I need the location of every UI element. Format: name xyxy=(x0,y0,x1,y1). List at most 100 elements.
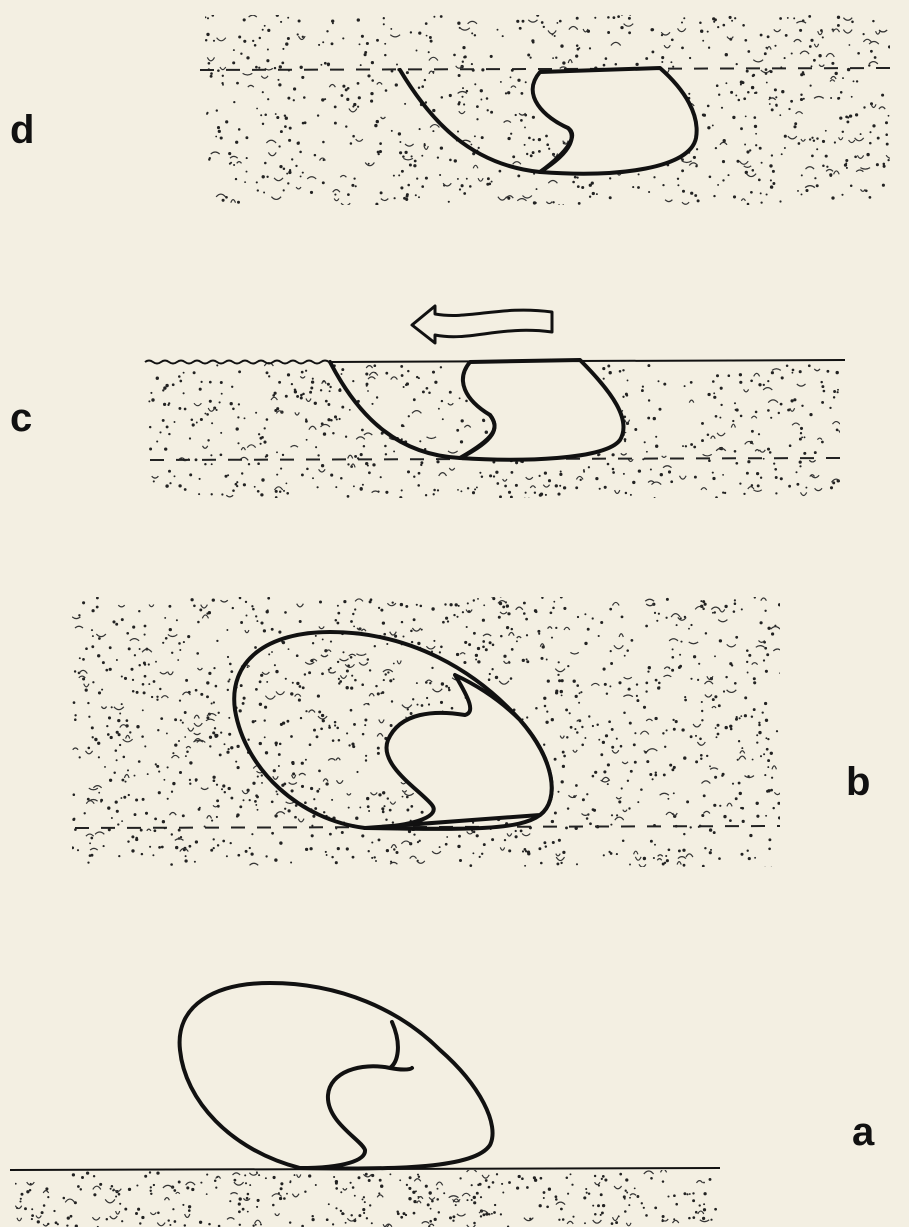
sediment-grain xyxy=(443,1192,445,1194)
sediment-grain xyxy=(330,474,333,477)
sediment-grain xyxy=(489,641,492,644)
sediment-grain xyxy=(837,16,840,19)
sediment-grain xyxy=(471,63,473,65)
sediment-grain xyxy=(546,1205,549,1208)
shell-fragment xyxy=(343,1188,347,1190)
sediment-grain xyxy=(609,608,612,611)
sediment-grain xyxy=(261,782,263,784)
sediment-grain xyxy=(367,805,370,808)
sediment-grain xyxy=(610,650,612,652)
sediment-grain xyxy=(216,784,218,786)
shell-fragment xyxy=(568,60,572,63)
shell-fragment xyxy=(818,31,823,35)
shell-fragment xyxy=(843,18,852,21)
shell-fragment xyxy=(43,1191,48,1193)
sediment-grain xyxy=(413,1212,416,1215)
sediment-grain xyxy=(262,123,264,125)
sediment-grain xyxy=(759,147,762,150)
sediment-grain xyxy=(360,64,362,66)
sediment-grain xyxy=(362,484,364,486)
sediment-grain xyxy=(159,431,161,433)
sediment-grain xyxy=(278,631,281,634)
sediment-grain xyxy=(256,108,258,110)
sediment-grain xyxy=(700,754,703,757)
sediment-grain xyxy=(142,683,145,686)
sediment-grain xyxy=(367,390,369,392)
sediment-grain xyxy=(624,438,627,441)
sediment-grain xyxy=(612,453,615,456)
sediment-grain xyxy=(111,706,113,708)
sediment-grain xyxy=(368,1179,371,1182)
sediment-grain xyxy=(821,401,824,404)
sediment-grain xyxy=(165,637,168,640)
sediment-grain xyxy=(411,641,413,643)
shell-fragment xyxy=(625,420,630,423)
sediment-grain xyxy=(813,59,816,62)
sediment-grain xyxy=(166,384,169,387)
sediment-grain xyxy=(413,618,416,621)
sediment-grain xyxy=(715,496,718,499)
sediment-grain xyxy=(332,1223,334,1225)
sediment-grain xyxy=(144,745,146,747)
sediment-grain xyxy=(648,399,650,401)
sediment-grain xyxy=(199,478,201,480)
sediment-grain xyxy=(394,635,397,638)
sediment-grain xyxy=(255,66,258,69)
sediment-grain xyxy=(391,700,393,702)
sediment-grain xyxy=(447,620,449,622)
sediment-grain xyxy=(673,1194,676,1197)
sediment-grain xyxy=(825,155,828,158)
sediment-grain xyxy=(136,725,139,728)
sediment-grain xyxy=(230,670,233,673)
shell-fragment xyxy=(366,366,372,368)
sediment-grain xyxy=(305,848,308,851)
sediment-grain xyxy=(743,97,746,100)
sediment-grain xyxy=(210,75,213,78)
sediment-grain xyxy=(178,740,180,742)
sediment-grain xyxy=(150,392,152,394)
sediment-grain xyxy=(532,116,535,119)
sediment-grain xyxy=(575,486,578,489)
sediment-grain xyxy=(378,838,381,841)
shell-fragment xyxy=(756,646,765,648)
sediment-grain xyxy=(378,607,380,609)
sediment-grain xyxy=(540,862,543,865)
shell-fragment xyxy=(705,695,712,698)
sediment-grain xyxy=(136,691,139,694)
sediment-grain xyxy=(111,1185,114,1188)
sediment-grain xyxy=(769,164,772,167)
sediment-grain xyxy=(619,1173,622,1176)
sediment-grain xyxy=(433,640,435,642)
sediment-grain xyxy=(106,1218,108,1220)
sediment-grain xyxy=(229,163,231,165)
sediment-grain xyxy=(393,175,395,177)
sediment-grain xyxy=(471,32,473,34)
sediment-grain xyxy=(379,142,382,145)
sediment-grain xyxy=(609,177,611,179)
sediment-grain xyxy=(515,114,517,116)
sediment-grain xyxy=(885,121,888,124)
sediment-grain xyxy=(257,1199,260,1202)
sediment-grain xyxy=(555,1198,558,1201)
sediment-grain xyxy=(546,711,548,713)
shell-fragment xyxy=(519,113,526,115)
sediment-grain xyxy=(457,845,460,848)
sediment-grain xyxy=(481,136,484,139)
sediment-grain xyxy=(419,440,421,442)
sediment-grain xyxy=(260,621,263,624)
sediment-grain xyxy=(243,18,246,21)
sediment-grain xyxy=(429,36,432,39)
sediment-grain xyxy=(212,731,215,734)
shell-fragment xyxy=(272,1194,282,1197)
sediment-grain xyxy=(289,169,291,171)
sediment-grain xyxy=(211,702,213,704)
shell-fragment xyxy=(593,1220,602,1223)
sediment-grain xyxy=(683,756,686,759)
sediment-grain xyxy=(410,630,413,633)
sediment-grain xyxy=(301,371,304,374)
sediment-grain xyxy=(760,477,762,479)
sediment-grain xyxy=(100,799,103,802)
sediment-grain xyxy=(592,192,595,195)
sediment-grain xyxy=(365,755,367,757)
sediment-grain xyxy=(218,712,220,714)
